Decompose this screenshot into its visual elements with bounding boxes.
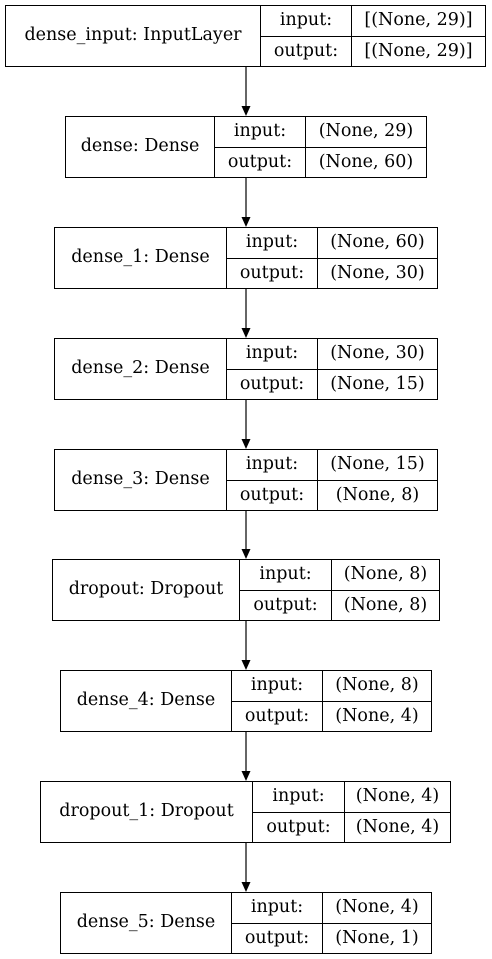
input-shape: (None, 4) [355, 786, 440, 806]
arrowhead-icon [241, 328, 251, 338]
arrowhead-icon [241, 217, 251, 227]
io-label-column: input: output: [227, 450, 318, 510]
arrowhead-icon [241, 771, 251, 781]
io-shape-column: (None, 30) (None, 15) [318, 339, 437, 399]
layer-name: dense_1: Dense [55, 228, 227, 288]
layer-name: dense_3: Dense [55, 450, 227, 510]
input-shape: (None, 60) [330, 232, 425, 252]
io-shape-column: (None, 8) (None, 4) [323, 671, 431, 731]
io-label-column: input: output: [215, 117, 306, 177]
layer-name: dense: Dense [66, 117, 215, 177]
io-label-column: input: output: [227, 228, 318, 288]
output-shape: [(None, 29)] [352, 35, 485, 67]
input-label: input: [272, 786, 325, 806]
input-shape: (None, 8) [343, 564, 428, 584]
input-shape: (None, 15) [330, 454, 425, 474]
io-shape-column: (None, 4) (None, 1) [323, 893, 431, 953]
arrowhead-icon [241, 882, 251, 892]
output-shape: (None, 4) [345, 811, 450, 843]
arrowhead-icon [241, 439, 251, 449]
output-label: output: [232, 922, 322, 954]
layer-name: dense_input: InputLayer [6, 6, 261, 66]
layer-name: dense_5: Dense [61, 893, 232, 953]
input-shape: (None, 4) [335, 897, 419, 917]
io-label-column: input: output: [253, 782, 345, 842]
input-shape: (None, 30) [330, 343, 425, 363]
io-shape-column: (None, 8) (None, 8) [332, 560, 439, 620]
io-shape-column: (None, 29) (None, 60) [306, 117, 426, 177]
output-shape: (None, 30) [318, 257, 437, 289]
layer-name: dense_2: Dense [55, 339, 227, 399]
output-label: output: [227, 257, 317, 289]
io-shape-column: (None, 15) (None, 8) [318, 450, 437, 510]
io-shape-column: [(None, 29)] [(None, 29)] [352, 6, 485, 66]
output-label: output: [253, 811, 344, 843]
input-shape: (None, 29) [318, 121, 414, 141]
io-label-column: input: output: [240, 560, 332, 620]
arrowhead-icon [241, 106, 251, 116]
io-shape-column: (None, 60) (None, 30) [318, 228, 437, 288]
output-shape: (None, 8) [332, 589, 439, 621]
output-shape: (None, 8) [318, 479, 437, 511]
io-label-column: input: output: [261, 6, 352, 66]
output-label: output: [227, 368, 317, 400]
input-label: input: [259, 564, 312, 584]
layer-name: dropout: Dropout [53, 560, 240, 620]
io-label-column: input: output: [227, 339, 318, 399]
output-shape: (None, 1) [323, 922, 431, 954]
io-label-column: input: output: [232, 893, 323, 953]
output-label: output: [215, 146, 305, 178]
input-label: input: [250, 897, 304, 917]
output-shape: (None, 15) [318, 368, 437, 400]
io-shape-column: (None, 4) (None, 4) [345, 782, 450, 842]
output-label: output: [232, 700, 322, 732]
layer-name: dense_4: Dense [61, 671, 232, 731]
input-shape: (None, 8) [335, 675, 419, 695]
output-shape: (None, 4) [323, 700, 431, 732]
input-label: input: [279, 10, 333, 30]
input-label: input: [245, 343, 299, 363]
output-label: output: [240, 589, 331, 621]
layer-name: dropout_1: Dropout [41, 782, 253, 842]
output-label: output: [227, 479, 317, 511]
output-shape: (None, 60) [306, 146, 426, 178]
arrowhead-icon [241, 660, 251, 670]
input-label: input: [250, 675, 304, 695]
arrowhead-icon [241, 549, 251, 559]
input-label: input: [245, 232, 299, 252]
input-shape: [(None, 29)] [364, 10, 473, 30]
output-label: output: [261, 35, 351, 67]
input-label: input: [245, 454, 299, 474]
io-label-column: input: output: [232, 671, 323, 731]
input-label: input: [233, 121, 287, 141]
